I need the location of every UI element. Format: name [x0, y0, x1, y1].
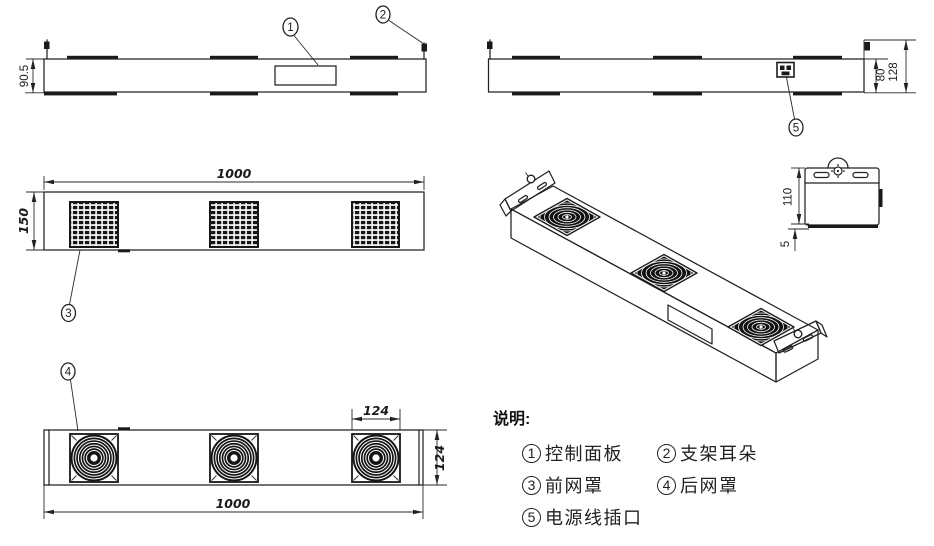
- dim-top-width: 150: [16, 191, 44, 251]
- callout-1-number: 1: [287, 22, 293, 34]
- dim-end-height-text: 110: [783, 188, 795, 206]
- power-inlet-socket: [776, 61, 795, 78]
- callout-4-number: 4: [65, 367, 72, 379]
- end-bottom-strip: [808, 224, 878, 228]
- front-mesh-grille-1: [69, 201, 119, 248]
- rear-top-pad-2: [653, 55, 702, 60]
- dim-grille-width: 124: [351, 403, 401, 430]
- callout-power-inlet: 5: [786, 77, 804, 137]
- rear-left-bracket-ear: [487, 39, 493, 60]
- front-left-bracket-ear: [44, 39, 50, 60]
- rear-view: 5 80 128: [487, 39, 916, 137]
- iso-fan-grille-1: [533, 197, 601, 237]
- dim-rear-heights: 80 128: [864, 39, 916, 94]
- front-right-bracket-ear: [421, 42, 427, 60]
- callout-5-number: 5: [793, 123, 799, 135]
- iso-fan-grille-3: [727, 307, 795, 347]
- callout-3-number: 3: [65, 308, 71, 320]
- front-bottom-pad-2: [210, 91, 258, 96]
- front-bottom-pad-3: [350, 91, 398, 96]
- iso-near-hook-knob: [526, 174, 536, 184]
- rear-bottom-pad-1: [512, 91, 560, 96]
- bottom-view: 4 124 124 1000: [43, 362, 447, 519]
- dim-end-height: 110: [783, 167, 809, 225]
- dim-top-length: 1000: [43, 166, 425, 190]
- end-view: 110 5: [780, 157, 883, 251]
- top-view: 1000 150 3: [16, 166, 425, 323]
- bottom-body: [43, 429, 424, 486]
- rear-right-bracket-ear: [863, 40, 870, 59]
- front-top-pad-3: [350, 55, 398, 60]
- control-panel: [274, 65, 337, 86]
- dim-top-length-text: 1000: [217, 166, 252, 181]
- end-side-tab: [879, 189, 883, 207]
- dim-end-pad: 5: [780, 228, 809, 251]
- rear-body: [487, 58, 865, 93]
- end-hanger-tab: [827, 157, 849, 169]
- rear-bottom-pad-2: [653, 91, 702, 96]
- callout-2-number: 2: [380, 10, 386, 22]
- dim-front-height-text: 90.5: [19, 65, 31, 87]
- rear-mesh-grille-3: [351, 433, 401, 483]
- dim-rear-inner-text: 80: [876, 69, 888, 82]
- dim-grille-height: 124: [423, 429, 447, 486]
- rear-mesh-grille-2: [209, 433, 259, 483]
- iso-control-panel: [667, 304, 713, 345]
- callout-rear-mesh: 4: [60, 362, 79, 432]
- rear-top-pad-1: [512, 55, 560, 60]
- front-top-pad-2: [210, 55, 258, 60]
- dim-bottom-length: 1000: [43, 485, 424, 519]
- front-top-pad-1: [67, 55, 118, 60]
- front-bottom-pad-1: [44, 91, 117, 96]
- dim-top-width-text: 150: [16, 208, 31, 234]
- dim-front-height: 90.5: [19, 58, 44, 94]
- front-mesh-grille-3: [351, 201, 400, 248]
- callout-bracket-ear: 2: [375, 5, 423, 44]
- end-slot-1: [813, 171, 830, 179]
- rear-mesh-grille-1: [69, 433, 119, 483]
- bottom-edge-tick: [118, 427, 130, 431]
- front-body: [43, 58, 427, 93]
- callout-front-mesh: 3: [60, 249, 81, 323]
- dim-bottom-length-text: 1000: [216, 496, 251, 511]
- dim-rear-outer-text: 128: [888, 62, 900, 81]
- rear-top-pad-3: [793, 55, 842, 60]
- dim-grille-height-text: 124: [432, 445, 447, 471]
- end-target-mark: [831, 164, 845, 178]
- front-view: 90.5 1 2: [19, 5, 427, 96]
- iso-far-hook-knob: [793, 329, 803, 339]
- rear-bottom-pad-3: [793, 91, 842, 96]
- iso-near-bracket-ear: [499, 170, 556, 217]
- dim-grille-width-text: 124: [363, 403, 389, 418]
- end-slot-2: [852, 171, 869, 179]
- front-mesh-grille-2: [209, 201, 259, 248]
- callout-control-panel: 1: [282, 17, 319, 66]
- isometric-view: [499, 170, 828, 383]
- top-body: [43, 191, 425, 251]
- dim-end-pad-text: 5: [780, 241, 792, 247]
- top-edge-tick: [118, 249, 130, 253]
- iso-fan-grille-2: [630, 253, 698, 293]
